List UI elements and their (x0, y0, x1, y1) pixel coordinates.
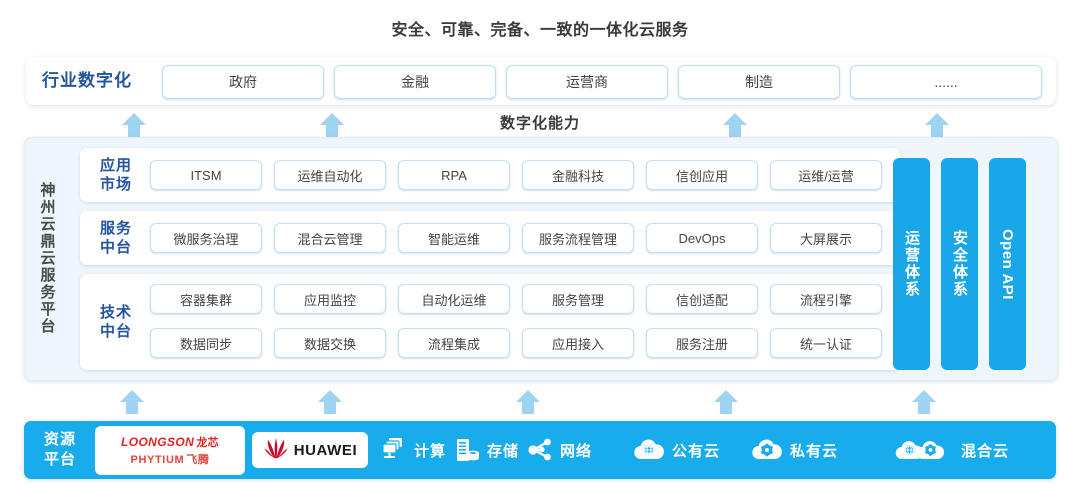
svc-cell-devops[interactable]: DevOps (646, 223, 758, 253)
resource-item-compute[interactable]: 计算 (380, 432, 446, 468)
loongson-brand: LOONGSON (120, 435, 195, 449)
private-cloud-icon (750, 437, 784, 463)
industry-item-manufacturing[interactable]: 制造 (678, 65, 840, 99)
tech-cell-app-monitor[interactable]: 应用监控 (274, 284, 386, 314)
tech-cell-process-eng[interactable]: 流程引擎 (770, 284, 882, 314)
digital-capability-label: 数字化能力 (499, 115, 580, 132)
tech-cell-service-mgmt[interactable]: 服务管理 (522, 284, 634, 314)
page-title: 安全、可靠、完备、一致的一体化云服务 (391, 22, 689, 39)
service-middle-platform-row: 服务 中台 微服务治理 混合云管理 智能运维 服务流程管理 DevOps 大屏展… (80, 211, 900, 265)
resource-platform-label: 资源 平台 (38, 427, 82, 473)
hybrid-cloud-icon (895, 437, 955, 463)
huawei-logo-card: HUAWEI (252, 432, 368, 468)
resource-label-hybrid-cloud: 混合云 (961, 442, 1010, 460)
sidebar-security-system[interactable]: 安全体系 (941, 158, 978, 370)
resource-label-line1: 资源 (43, 431, 76, 448)
app-cell-xc-app[interactable]: 信创应用 (646, 160, 758, 190)
tech-cell-auto-ops[interactable]: 自动化运维 (398, 284, 510, 314)
service-platform-label-line1: 服务 (99, 220, 132, 237)
platform-vertical-label: 神州云鼎云服务平台 (38, 181, 56, 335)
resource-label-network: 网络 (560, 442, 593, 460)
app-cell-fintech[interactable]: 金融科技 (522, 160, 634, 190)
tech-cell-app-access[interactable]: 应用接入 (522, 328, 634, 358)
tech-cell-data-exchange[interactable]: 数据交换 (274, 328, 386, 358)
app-market-label-line2: 市场 (99, 176, 132, 193)
compute-icon (380, 436, 408, 464)
app-market-row: 应用 市场 ITSM 运维自动化 RPA 金融科技 信创应用 运维/运营 (80, 148, 900, 202)
resource-label-compute: 计算 (414, 442, 447, 460)
resource-label-public-cloud: 公有云 (672, 442, 721, 460)
svc-cell-dashboard[interactable]: 大屏展示 (770, 223, 882, 253)
storage-icon (453, 436, 481, 464)
low-arrow-3 (515, 389, 541, 415)
svc-cell-hybrid-cloud[interactable]: 混合云管理 (274, 223, 386, 253)
industry-item-finance[interactable]: 金融 (334, 65, 496, 99)
industry-item-government[interactable]: 政府 (162, 65, 324, 99)
resource-label-line2: 平台 (43, 451, 76, 468)
tech-cell-unified-auth[interactable]: 统一认证 (770, 328, 882, 358)
tech-cell-process-integ[interactable]: 流程集成 (398, 328, 510, 358)
tech-cell-xc-adapt[interactable]: 信创适配 (646, 284, 758, 314)
low-arrow-2 (317, 389, 343, 415)
up-arrow-2 (319, 112, 345, 138)
app-cell-ops-auto[interactable]: 运维自动化 (274, 160, 386, 190)
low-arrow-5 (911, 389, 937, 415)
low-arrow-4 (713, 389, 739, 415)
up-arrow-4 (924, 112, 950, 138)
industry-row-label: 行业数字化 (42, 71, 132, 90)
tech-cell-data-sync[interactable]: 数据同步 (150, 328, 262, 358)
tech-platform-label-line2: 中台 (99, 323, 132, 340)
service-platform-label: 服务 中台 (96, 219, 136, 257)
tech-middle-platform-row: 技术 中台 容器集群 应用监控 自动化运维 服务管理 信创适配 流程引擎 数据同… (80, 274, 900, 370)
network-icon (526, 436, 554, 464)
resource-item-hybrid-cloud[interactable]: 混合云 (895, 432, 1009, 468)
phytium-brand: PHYTIUM (130, 454, 185, 466)
service-platform-label-line2: 中台 (99, 239, 132, 256)
resource-item-public-cloud[interactable]: 公有云 (632, 432, 720, 468)
svc-cell-aiops[interactable]: 智能运维 (398, 223, 510, 253)
sidebar-open-api[interactable]: Open API (989, 158, 1026, 370)
low-arrow-1 (119, 389, 145, 415)
app-cell-rpa[interactable]: RPA (398, 160, 510, 190)
public-cloud-icon (632, 437, 666, 463)
huawei-flower-icon (263, 437, 289, 464)
loongson-cn: 龙芯 (196, 437, 219, 449)
resource-item-storage[interactable]: 存储 (453, 432, 519, 468)
tech-platform-label-line1: 技术 (99, 304, 132, 321)
resource-label-private-cloud: 私有云 (790, 442, 839, 460)
up-arrow-1 (121, 112, 147, 138)
svc-cell-microservice[interactable]: 微服务治理 (150, 223, 262, 253)
sidebar-operation-system[interactable]: 运营体系 (893, 158, 930, 370)
resource-label-storage: 存储 (487, 442, 520, 460)
svc-cell-process-mgmt[interactable]: 服务流程管理 (522, 223, 634, 253)
industry-digitalization-panel: 行业数字化 政府 金融 运营商 制造 ...... (26, 57, 1056, 105)
tech-cell-svc-register[interactable]: 服务注册 (646, 328, 758, 358)
up-arrow-3 (722, 112, 748, 138)
tech-cell-container[interactable]: 容器集群 (150, 284, 262, 314)
huawei-wordmark: HUAWEI (293, 441, 358, 459)
phytium-cn: 飞腾 (186, 454, 210, 466)
resource-item-network[interactable]: 网络 (526, 432, 592, 468)
resource-item-private-cloud[interactable]: 私有云 (750, 432, 838, 468)
app-market-label: 应用 市场 (96, 156, 136, 194)
tech-platform-label: 技术 中台 (96, 303, 136, 341)
industry-item-carrier[interactable]: 运营商 (506, 65, 668, 99)
app-cell-ops-run[interactable]: 运维/运营 (770, 160, 882, 190)
app-cell-itsm[interactable]: ITSM (150, 160, 262, 190)
industry-item-more[interactable]: ...... (850, 65, 1042, 99)
app-market-label-line1: 应用 (99, 157, 132, 174)
